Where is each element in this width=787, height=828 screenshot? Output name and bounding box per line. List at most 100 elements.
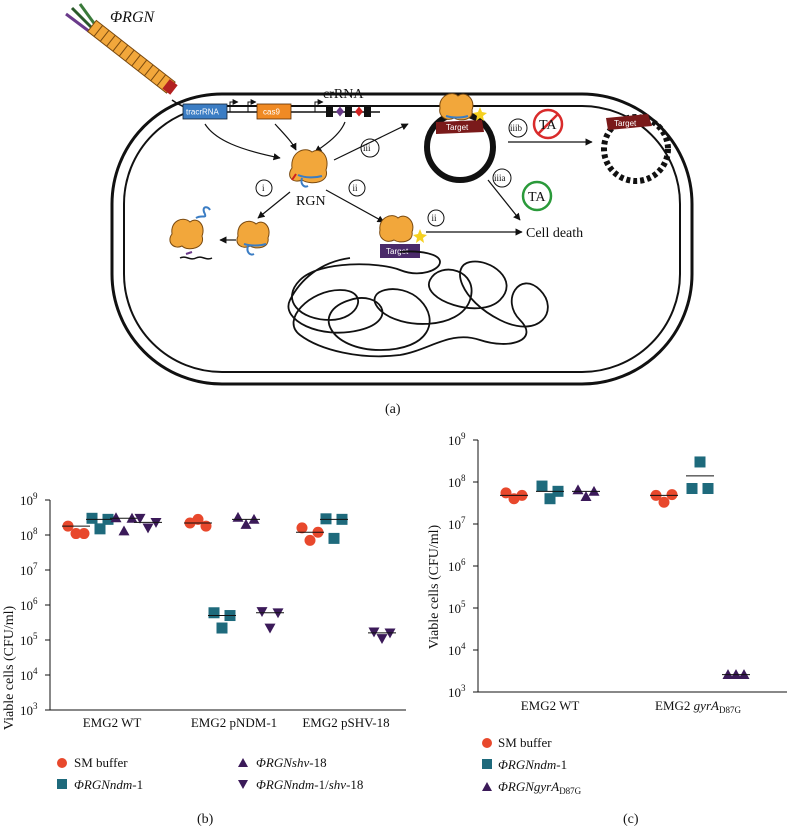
step-iiia-marker: iiia [492, 168, 512, 188]
panel-c-point-s1-c0-1 [544, 493, 556, 505]
svg-text:TA: TA [539, 118, 557, 133]
svg-text:iii: iii [363, 143, 371, 153]
degraded-target: Target [606, 114, 652, 130]
ta-blocked-icon: TA [532, 108, 564, 140]
step-ii-marker: ii [348, 179, 366, 197]
svg-text:tracrRNA: tracrRNA [186, 108, 220, 117]
svg-text:cas9: cas9 [263, 108, 280, 117]
phage [65, 3, 178, 95]
panel-b-point-s3-c2-1 [376, 634, 388, 645]
panel-c-ytick-label-2: 105 [448, 599, 466, 616]
svg-text:SM buffer: SM buffer [498, 735, 552, 750]
panel-b-ytick-label-6: 109 [20, 491, 38, 508]
svg-text:Target: Target [446, 123, 469, 132]
svg-text:ΦRGNndm-1: ΦRGNndm-1 [74, 777, 143, 792]
rgn-degraded [236, 220, 270, 256]
step-iiib-marker: iiib [508, 118, 528, 138]
panel-b-point-s1-c0-0 [86, 512, 98, 524]
svg-text:Target: Target [386, 247, 409, 256]
panel-b-point-s0-c0-2 [78, 528, 90, 540]
panel-c-point-s2-c0-0 [572, 484, 584, 495]
panel-b-point-s2-c1-0 [232, 511, 244, 522]
panel-c-point-s1-c1-0 [686, 483, 698, 495]
panel-a: ΦRGN tracrRNA cas9 crRNA [65, 3, 694, 417]
panel-b-point-s3-c0-1 [142, 523, 154, 534]
panel-b: Viable cells (CFU/ml) 103104105106107108… [2, 491, 406, 827]
panel-b-cat-1: EMG2 WT [83, 715, 142, 730]
panel-b-point-s3-c1-2 [272, 608, 284, 619]
panel-c-point-s2-c0-2 [588, 485, 600, 496]
panel-c: Viable cells (CFU/ml) 103104105106107108… [427, 431, 787, 827]
panel-b-point-s1-c0-1 [94, 523, 106, 535]
panel-b-legend: SM buffer ΦRGNndm-1 ΦRGNshv-18 ΦRGNndm-1… [57, 755, 363, 792]
svg-text:i: i [262, 183, 265, 193]
panel-b-point-s1-c2-1 [328, 532, 340, 544]
panel-b-ytick-label-1: 104 [20, 666, 38, 683]
chromosome-target: Target [379, 215, 427, 258]
ta-active-icon: TA [521, 180, 553, 212]
panel-b-point-s2-c0-2 [126, 512, 138, 523]
panel-c-ytick-label-0: 103 [448, 683, 466, 700]
panel-b-point-s3-c2-2 [384, 628, 396, 639]
panel-c-cat-2: EMG2 gyrAD87G [655, 698, 741, 715]
step-iii-marker: iii [360, 138, 380, 158]
panel-b-caption: (b) [197, 812, 214, 827]
panel-b-point-s1-c2-0 [320, 513, 332, 525]
cell-death-label: Cell death [526, 226, 583, 241]
panel-c-point-s0-c1-1 [658, 496, 670, 508]
panel-a-caption: (a) [385, 402, 401, 417]
panel-b-point-s3-c0-0 [134, 513, 146, 524]
panel-b-ytick-label-0: 103 [20, 701, 38, 718]
panel-c-caption: (c) [623, 812, 639, 827]
panel-b-point-s1-c1-1 [216, 622, 228, 634]
panel-c-point-s1-c1-1 [694, 456, 706, 468]
panel-b-point-s3-c1-1 [264, 623, 276, 634]
panel-b-point-s2-c1-2 [248, 513, 260, 524]
panel-b-point-s0-c1-2 [200, 520, 212, 532]
svg-text:Target: Target [614, 119, 637, 128]
panel-c-point-s2-c0-1 [580, 491, 592, 501]
crispr-array [326, 106, 371, 117]
panel-b-point-s0-c2-1 [304, 534, 316, 546]
panel-c-point-s2-c1-0 [722, 669, 734, 679]
svg-text:iiia: iiia [494, 173, 506, 183]
panel-c-ylabel: Viable cells (CFU/ml) [427, 524, 442, 649]
panel-b-cat-3: EMG2 pSHV-18 [302, 715, 389, 730]
step-i-marker: i [255, 179, 273, 197]
panel-b-point-s0-c2-0 [296, 522, 308, 534]
crrna-label: crRNA [323, 87, 364, 102]
panel-b-point-s2-c1-1 [240, 518, 252, 529]
svg-text:ΦRGNgyrAD87G: ΦRGNgyrAD87G [498, 779, 582, 796]
panel-c-legend: SM buffer ΦRGNndm-1 ΦRGNgyrAD87G [482, 735, 582, 796]
step-ii-b-marker: ii [427, 209, 445, 227]
svg-text:SM buffer: SM buffer [74, 755, 128, 770]
panel-b-ylabel: Viable cells (CFU/ml) [2, 605, 17, 730]
panel-b-point-s3-c0-2 [150, 517, 162, 528]
panel-b-point-s0-c0-1 [70, 528, 82, 540]
panel-c-point-s0-c1-2 [666, 489, 678, 501]
rgn-complex [289, 149, 328, 188]
rgn-released [169, 206, 213, 260]
svg-text:iiib: iiib [510, 123, 523, 133]
svg-text:ΦRGNshv-18: ΦRGNshv-18 [256, 755, 327, 770]
panel-c-ytick-label-3: 106 [448, 557, 466, 574]
panel-b-point-s3-c1-0 [256, 607, 268, 618]
panel-b-point-s1-c1-0 [208, 607, 220, 619]
panel-b-ytick-label-3: 106 [20, 596, 38, 613]
panel-b-point-s2-c0-0 [110, 512, 122, 523]
panel-c-ytick-label-4: 107 [448, 515, 466, 532]
cell-outer-membrane [110, 92, 694, 386]
chromosome [287, 250, 549, 358]
svg-text:ΦRGNndm-1/shv-18: ΦRGNndm-1/shv-18 [256, 777, 363, 792]
panel-b-ytick-label-4: 107 [20, 561, 38, 578]
svg-text:ii: ii [353, 183, 359, 193]
cas9-gene: cas9 [256, 103, 292, 120]
svg-text:ΦRGNndm-1: ΦRGNndm-1 [498, 757, 567, 772]
panel-b-point-s2-c0-1 [118, 525, 130, 536]
plasmid-target: Target [436, 93, 487, 134]
panel-b-ytick-label-2: 105 [20, 631, 38, 648]
panel-c-ytick-label-1: 104 [448, 641, 466, 658]
tracrrna-gene: tracrRNA [182, 103, 228, 120]
svg-text:TA: TA [528, 190, 546, 205]
